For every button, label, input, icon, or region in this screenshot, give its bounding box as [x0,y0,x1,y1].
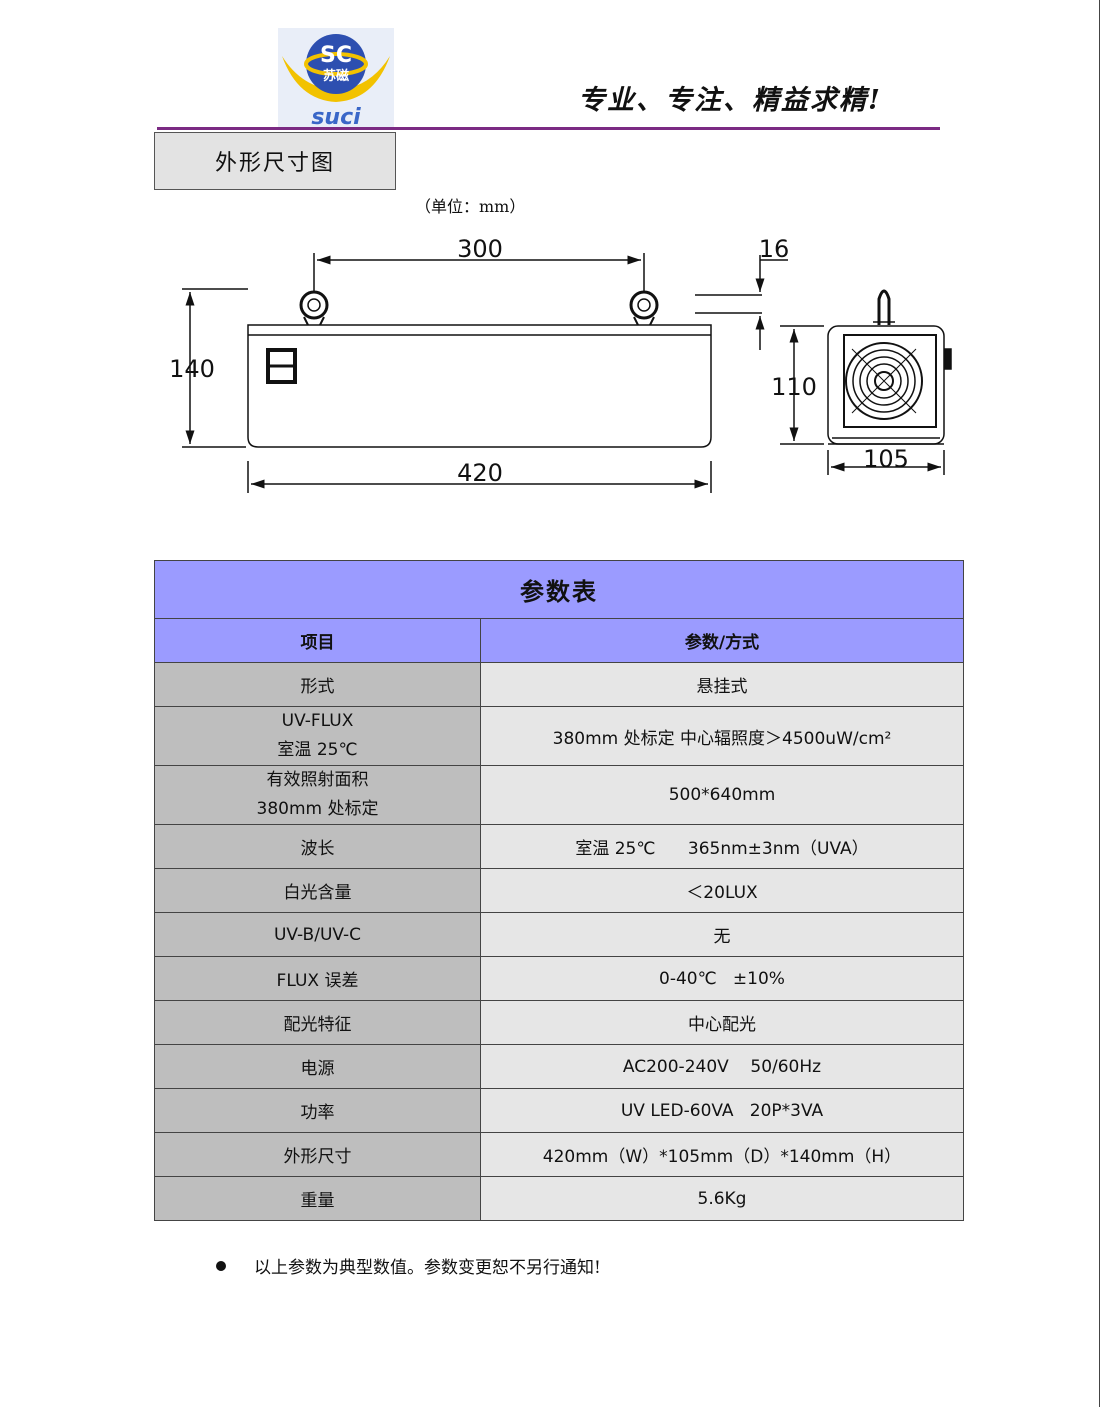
dim-300: 300 [457,235,503,263]
row-key: 功率 [154,1088,481,1133]
row-value: UV LED-60VA 20P*3VA [480,1088,964,1133]
row-value: AC200-240V 50/60Hz [480,1044,964,1089]
parameter-table: 参数表 项目 参数/方式 形式 悬挂式 UV-FLUX 室温 25℃ 380mm… [154,560,964,1221]
row-value: 悬挂式 [480,662,964,707]
column-header-value: 参数/方式 [480,618,964,663]
row-value: 420mm（W）*105mm（D）*140mm（H） [480,1132,964,1177]
bullet-icon [216,1260,226,1271]
row-key-line1: UV-FLUX [281,711,354,731]
dimension-drawing: 300 16 140 420 110 105 [160,225,960,509]
table-row: 电源 AC200-240V 50/60Hz [154,1044,964,1089]
table-caption: 参数表 [154,560,964,619]
left-hook [299,290,329,320]
header-divider [157,127,940,130]
row-value: 无 [480,912,964,957]
row-key: 波长 [154,824,481,869]
table-row: 波长 室温 25℃ 365nm±3nm（UVA） [154,824,964,869]
row-key-line1: 有效照射面积 [266,770,369,790]
row-value: 5.6Kg [480,1176,964,1221]
row-key-line2: 室温 25℃ [277,740,358,760]
footnote: 以上参数为典型数值。参数变更恕不另行通知! [216,1253,601,1278]
column-header-item: 项目 [154,618,481,663]
table-row: 有效照射面积 380mm 处标定 500*640mm [154,765,964,825]
table-row: UV-FLUX 室温 25℃ 380mm 处标定 中心辐照度＞4500uW/cm… [154,706,964,766]
table-row: 形式 悬挂式 [154,662,964,707]
right-hook [629,290,659,320]
row-key: 外形尺寸 [154,1132,481,1177]
row-value: 380mm 处标定 中心辐照度＞4500uW/cm² [480,706,964,766]
logo-suci-text: suci [311,105,361,128]
row-key: 电源 [154,1044,481,1089]
dim-420: 420 [457,459,503,487]
table-header-row: 项目 参数/方式 [154,618,964,663]
table-row: 重量 5.6Kg [154,1176,964,1221]
dim-16: 16 [759,235,790,263]
fan-icon [845,342,923,420]
table-row: 功率 UV LED-60VA 20P*3VA [154,1088,964,1133]
row-value: 室温 25℃ 365nm±3nm（UVA） [480,824,964,869]
row-key: UV-FLUX 室温 25℃ [154,706,481,766]
dim-110: 110 [771,373,817,401]
logo-cn-text: 苏磁 [323,68,349,84]
unit-note: （单位：mm） [415,197,526,216]
row-key: 有效照射面积 380mm 处标定 [154,765,481,825]
suci-logo: SC 苏磁 suci [278,28,394,128]
table-row: UV-B/UV-C 无 [154,912,964,957]
row-key-line2: 380mm 处标定 [256,799,379,819]
row-key: FLUX 误差 [154,956,481,1001]
section-title: 外形尺寸图 [154,132,396,190]
table-row: 配光特征 中心配光 [154,1000,964,1045]
side-hook [877,289,891,325]
row-key: 形式 [154,662,481,707]
table-row: FLUX 误差 0-40℃ ±10% [154,956,964,1001]
footnote-text: 以上参数为典型数值。参数变更恕不另行通知! [254,1258,601,1278]
row-value: 中心配光 [480,1000,964,1045]
row-key: 配光特征 [154,1000,481,1045]
table-row: 外形尺寸 420mm（W）*105mm（D）*140mm（H） [154,1132,964,1177]
dim-140: 140 [169,355,215,383]
slogan: 专业、专注、精益求精! [578,85,882,116]
table-row: 白光含量 ＜20LUX [154,868,964,913]
logo-sc-text: SC [320,43,352,68]
row-key: 重量 [154,1176,481,1221]
lamp-front-body [247,324,712,448]
row-value: 0-40℃ ±10% [480,956,964,1001]
row-key: 白光含量 [154,868,481,913]
row-value: 500*640mm [480,765,964,825]
row-key: UV-B/UV-C [154,912,481,957]
row-value: ＜20LUX [480,868,964,913]
dim-105: 105 [863,445,909,473]
